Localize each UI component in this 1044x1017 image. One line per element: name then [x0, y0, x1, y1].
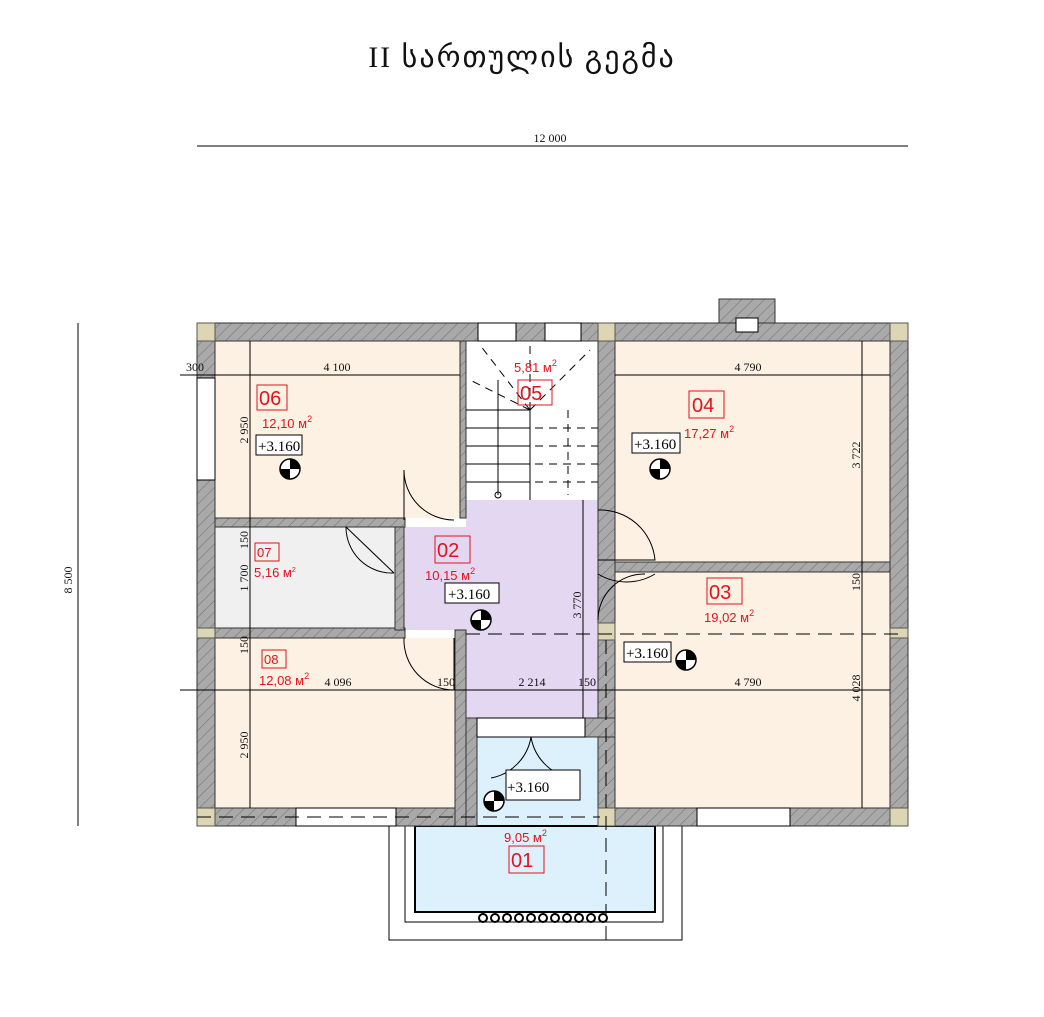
dim-room07-height: 1 700: [237, 565, 251, 592]
dim-corridor-height: 3 770: [570, 592, 584, 619]
level-marker-icon: [470, 609, 492, 631]
room-01-label: +3.160 9,05 м2 01: [483, 769, 581, 874]
dim-corridor-width: 2 214: [519, 675, 546, 689]
svg-text:01: 01: [511, 850, 533, 872]
level-marker-icon: [279, 458, 301, 480]
room-07-fill: [215, 527, 395, 628]
dim-room06-height: 2 950: [237, 417, 251, 444]
level-marker-icon: [483, 790, 505, 812]
dim-wall-08-top: 150: [237, 636, 251, 654]
svg-text:04: 04: [692, 395, 714, 417]
chimney-opening: [735, 317, 759, 333]
room-08-fill: [215, 638, 455, 808]
svg-text:8 500: 8 500: [61, 567, 75, 594]
balcony-base: [388, 826, 683, 941]
svg-text:12,10 м2: 12,10 м2: [262, 414, 312, 431]
room-07-label: 07 5,16 м2: [254, 542, 296, 580]
room-05-label: 5,81 м2 05: [514, 358, 557, 406]
dimension-overall-height: 8 500: [61, 323, 79, 826]
dim-room04-width: 4 790: [735, 360, 762, 374]
room-05-fill: [466, 341, 598, 500]
svg-text:10,15 м2: 10,15 м2: [425, 566, 475, 583]
svg-text:17,27 м2: 17,27 м2: [684, 424, 734, 441]
svg-text:+3.160: +3.160: [507, 780, 549, 796]
svg-text:12,08 м2: 12,08 м2: [259, 671, 309, 688]
dim-wall-right: 150: [578, 675, 596, 689]
svg-text:5,16 м2: 5,16 м2: [254, 565, 296, 580]
staircase: [466, 344, 598, 500]
room-04-label: 04 17,27 м2 +3.160: [631, 390, 734, 480]
dim-wall-07-top: 150: [237, 531, 251, 549]
dimension-overall-width: 12 000: [197, 131, 908, 147]
dim-room08-height: 2 950: [237, 732, 251, 759]
interior-dimensions: [180, 341, 890, 808]
svg-text:08: 08: [264, 652, 278, 667]
svg-text:03: 03: [709, 582, 731, 604]
svg-text:07: 07: [257, 545, 271, 560]
balustrade: [478, 913, 608, 923]
level-marker-icon: [675, 649, 697, 671]
dim-wall-03-top: 150: [849, 573, 863, 591]
room-02-fill: [404, 500, 598, 718]
level-marker-icon: [649, 458, 671, 480]
room-06-fill: [215, 341, 460, 518]
svg-text:12 000: 12 000: [534, 131, 567, 145]
dim-room06-width: 4 100: [324, 360, 351, 374]
plan-title: II სართულის გეგმა: [368, 41, 676, 74]
svg-text:5,81 м2: 5,81 м2: [514, 358, 557, 375]
room-02-label: 02 10,15 м2 +3.160: [425, 535, 500, 631]
dim-room04-height: 3 722: [849, 442, 863, 469]
balcony-fill: [414, 825, 656, 913]
svg-text:9,05 м2: 9,05 м2: [504, 828, 547, 845]
svg-text:+3.160: +3.160: [448, 587, 490, 603]
svg-text:02: 02: [437, 540, 459, 562]
room-08-label: 08 12,08 м2: [259, 649, 309, 688]
dim-room08-width: 4 096: [325, 675, 352, 689]
room-03-label: 03 19,02 м2 +3.160: [623, 577, 754, 671]
dim-room03-height: 4 028: [849, 675, 863, 702]
dim-offset-left: 300: [186, 360, 204, 374]
svg-text:19,02 м2: 19,02 м2: [704, 608, 754, 625]
svg-text:+3.160: +3.160: [258, 439, 300, 455]
dim-room03-width: 4 790: [735, 675, 762, 689]
windows: [196, 322, 791, 827]
svg-text:+3.160: +3.160: [626, 646, 668, 662]
room-06-label: 06 12,10 м2 +3.160: [255, 384, 312, 480]
svg-text:+3.160: +3.160: [634, 437, 676, 453]
svg-text:05: 05: [520, 383, 542, 405]
dim-wall-left: 150: [437, 675, 455, 689]
svg-text:06: 06: [259, 388, 281, 410]
